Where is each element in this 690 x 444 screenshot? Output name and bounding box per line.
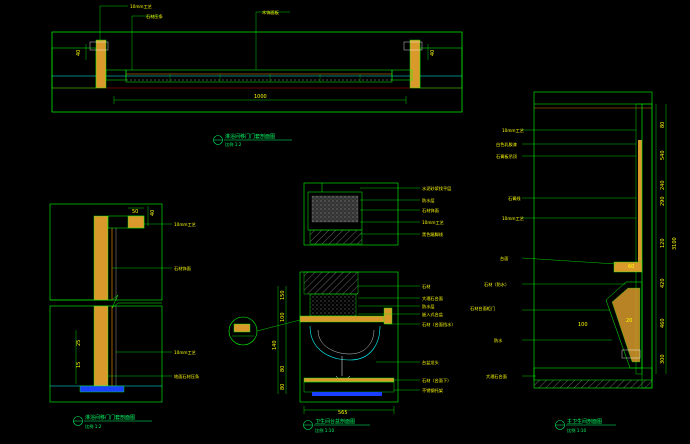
left-dim-low2: 25 bbox=[76, 340, 82, 346]
top-door-section-view: 10mm工艺 石材压条 木饰面板 1000 40 40 淋浴间移门门套剖面图 比… bbox=[51, 4, 463, 148]
middle-basin-section-view: 水泥砂浆找平层 防水层 石材饰面 10mm工艺 黑色踢脚线 石材 大理石台面 bbox=[228, 182, 456, 434]
right-callout-2: 白色乳胶漆 bbox=[496, 141, 517, 148]
mid-upper-callout-1: 水泥砂浆找平层 bbox=[422, 185, 451, 192]
left-jamb-section-view: 10mm工艺 石材饰面 10mm工艺 地面石材压条 40 50 15 25 淋浴… bbox=[49, 203, 200, 430]
right-dim-5: 120 bbox=[660, 238, 666, 248]
top-dim-total: 1000 bbox=[254, 94, 267, 100]
right-dim-2: 540 bbox=[660, 150, 666, 160]
right-callout-8: 石材台面柜门 bbox=[470, 305, 495, 312]
mid-lower-callout-1: 石材 bbox=[422, 283, 430, 290]
mid-lower-callout-2: 大理石台面 bbox=[422, 295, 443, 302]
mid-dim-left-4: 80 bbox=[280, 366, 286, 372]
top-view-title: 淋浴间移门门套剖面图 bbox=[225, 133, 275, 140]
mid-lower-callout-4: 嵌入式台盆 bbox=[422, 311, 444, 318]
right-callout-10: 大理石台面 bbox=[486, 373, 507, 380]
left-dim-mid: 50 bbox=[132, 209, 138, 215]
mid-lower-callout-5: 石材（台面挡水） bbox=[422, 321, 456, 328]
mid-dim-left-1: 150 bbox=[280, 290, 286, 300]
right-view-scale: 比例 1:10 bbox=[567, 427, 586, 434]
mid-view-scale: 比例 1:10 bbox=[315, 427, 334, 434]
right-callout-4: 石膏线 bbox=[508, 195, 521, 202]
right-dim-total: 3100 bbox=[672, 237, 678, 250]
top-dim-right: 40 bbox=[430, 50, 436, 56]
mid-lower-callout-3: 防水层 bbox=[422, 303, 435, 310]
mid-dim-left-5: 80 bbox=[280, 384, 286, 390]
right-dim-4: 290 bbox=[660, 196, 666, 206]
right-dim-1: 80 bbox=[660, 122, 666, 128]
right-callout-7: 石材（防水） bbox=[484, 281, 509, 288]
top-callout-2: 石材压条 bbox=[146, 13, 164, 20]
right-dim-8: 300 bbox=[660, 354, 666, 364]
left-callout-4: 地面石材压条 bbox=[174, 373, 200, 380]
right-view-title: 主卫生间剖面图 bbox=[567, 418, 602, 425]
top-view-scale: 比例 1:2 bbox=[225, 141, 242, 148]
left-view-scale: 比例 1:2 bbox=[85, 423, 102, 430]
mid-dim-bottom: 565 bbox=[338, 410, 348, 416]
top-dim-left: 40 bbox=[76, 50, 82, 56]
mid-lower-callout-8: 不锈钢托架 bbox=[422, 387, 443, 394]
mid-upper-callout-5: 黑色踢脚线 bbox=[422, 231, 444, 238]
mid-dim-left-3: 140 bbox=[272, 340, 278, 350]
right-dim-3: 240 bbox=[660, 180, 666, 190]
left-dim-low: 15 bbox=[76, 362, 82, 368]
left-callout-2: 石材饰面 bbox=[174, 265, 191, 272]
left-dim-top: 40 bbox=[150, 210, 156, 216]
right-callout-9: 防水 bbox=[494, 337, 503, 344]
mid-lower-callout-6: 台盆龙头 bbox=[422, 359, 439, 366]
right-dim-7: 460 bbox=[660, 318, 666, 328]
right-dim-b: 100 bbox=[578, 322, 588, 328]
mid-view-title: 卫生间台盆剖面图 bbox=[315, 418, 355, 425]
right-callout-6: 台面 bbox=[500, 255, 508, 262]
right-callout-1: 10mm工艺 bbox=[502, 128, 524, 133]
right-dim-6: 420 bbox=[660, 278, 666, 288]
right-dim-c: 20 bbox=[626, 318, 632, 324]
right-callout-5: 10mm工艺 bbox=[502, 216, 524, 221]
top-callout-3: 木饰面板 bbox=[262, 9, 280, 16]
left-callout-3: 10mm工艺 bbox=[174, 350, 196, 355]
left-callout-1: 10mm工艺 bbox=[174, 222, 196, 227]
right-dim-a: 60 bbox=[628, 264, 634, 270]
right-bathroom-section-view: 10mm工艺 白色乳胶漆 石膏板吊顶 石膏线 10mm工艺 台面 石材（防水） … bbox=[470, 91, 678, 434]
mid-upper-callout-2: 防水层 bbox=[422, 197, 435, 204]
mid-upper-callout-3: 石材饰面 bbox=[422, 207, 439, 214]
left-view-title: 淋浴间移门门套剖面图 bbox=[85, 414, 135, 421]
mid-upper-callout-4: 10mm工艺 bbox=[422, 220, 444, 225]
mid-lower-callout-7: 石材（台面下） bbox=[422, 377, 451, 384]
mid-dim-left-2: 100 bbox=[280, 312, 286, 322]
top-callout-1: 10mm工艺 bbox=[130, 4, 152, 9]
right-callout-3: 石膏板吊顶 bbox=[496, 153, 518, 160]
